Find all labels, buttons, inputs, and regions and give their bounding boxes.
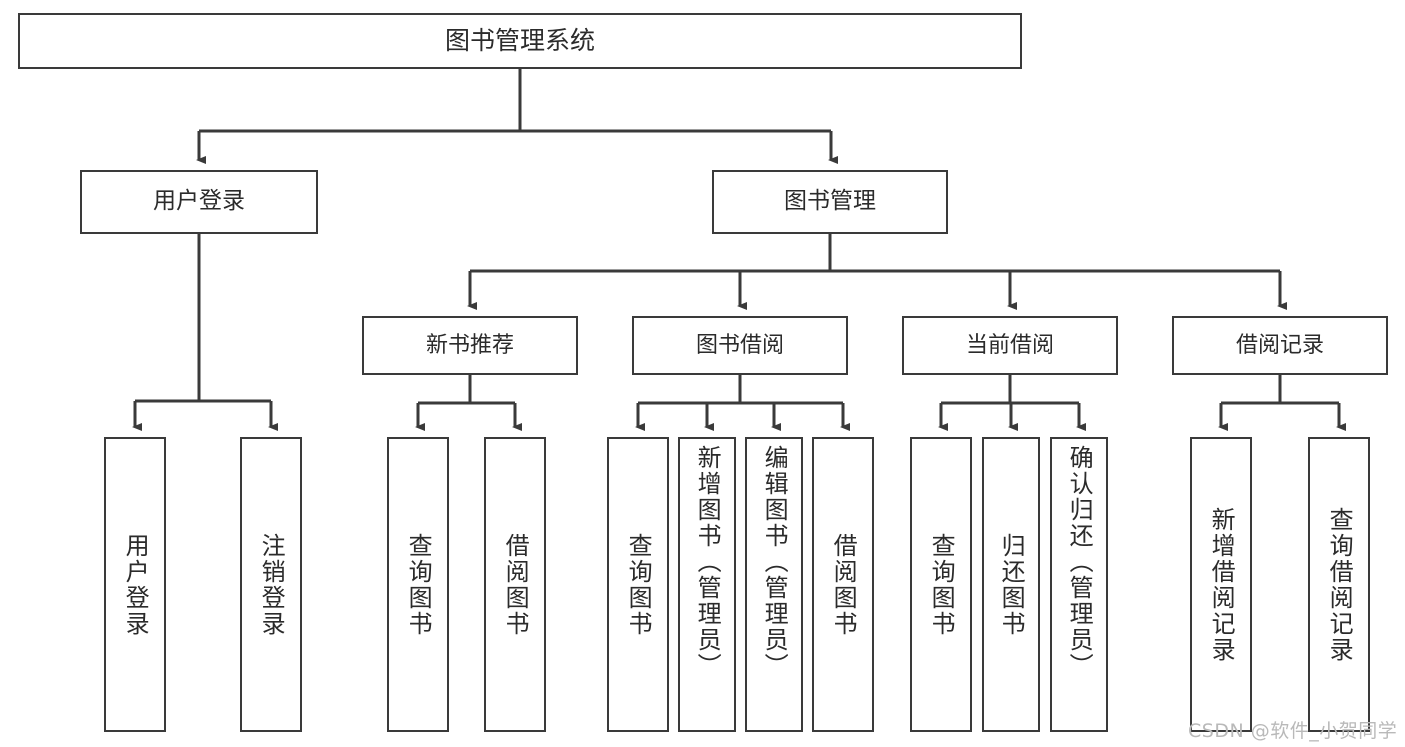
node-leaf-query-record[interactable]: 查询借阅记录 (1308, 437, 1370, 732)
node-current-borrow-label: 当前借阅 (965, 332, 1054, 358)
node-root-label: 图书管理系统 (444, 26, 595, 56)
node-leaf-edit-book-label: 编辑图书（管理员） (760, 445, 789, 679)
node-leaf-add-record[interactable]: 新增借阅记录 (1190, 437, 1252, 732)
node-leaf-query-book-2-label: 查询图书 (624, 532, 653, 637)
node-borrow-record[interactable]: 借阅记录 (1172, 316, 1388, 375)
node-leaf-confirm-return[interactable]: 确认归还（管理员） (1050, 437, 1108, 732)
node-leaf-query-book-2[interactable]: 查询图书 (607, 437, 669, 732)
node-leaf-borrow-book-1-label: 借阅图书 (501, 532, 530, 637)
node-current-borrow[interactable]: 当前借阅 (902, 316, 1118, 375)
node-leaf-return-book-label: 归还图书 (997, 532, 1026, 637)
node-user-login[interactable]: 用户登录 (80, 170, 318, 234)
node-leaf-query-book-3[interactable]: 查询图书 (910, 437, 972, 732)
node-leaf-query-book-1-label: 查询图书 (404, 532, 433, 637)
node-leaf-user-login-label: 用户登录 (121, 532, 150, 637)
node-leaf-borrow-book-2-label: 借阅图书 (829, 532, 858, 637)
node-leaf-logout-label: 注销登录 (257, 532, 286, 637)
node-book-borrow[interactable]: 图书借阅 (632, 316, 848, 375)
node-leaf-add-book[interactable]: 新增图书（管理员） (678, 437, 736, 732)
node-leaf-borrow-book-1[interactable]: 借阅图书 (484, 437, 546, 732)
node-leaf-add-book-label: 新增图书（管理员） (693, 445, 722, 679)
node-leaf-query-record-label: 查询借阅记录 (1325, 506, 1354, 663)
node-leaf-query-book-1[interactable]: 查询图书 (387, 437, 449, 732)
node-borrow-record-label: 借阅记录 (1235, 332, 1324, 358)
node-leaf-query-book-3-label: 查询图书 (927, 532, 956, 637)
node-book-manage[interactable]: 图书管理 (712, 170, 948, 234)
node-leaf-logout[interactable]: 注销登录 (240, 437, 302, 732)
node-new-book-recommend-label: 新书推荐 (425, 332, 514, 358)
node-leaf-borrow-book-2[interactable]: 借阅图书 (812, 437, 874, 732)
node-book-manage-label: 图书管理 (784, 188, 876, 215)
node-leaf-confirm-return-label: 确认归还（管理员） (1065, 445, 1094, 679)
node-user-login-label: 用户登录 (153, 188, 245, 215)
node-leaf-edit-book[interactable]: 编辑图书（管理员） (745, 437, 803, 732)
node-new-book-recommend[interactable]: 新书推荐 (362, 316, 578, 375)
node-root[interactable]: 图书管理系统 (18, 13, 1022, 69)
watermark-text: CSDN @软件_小贺同学 (1188, 720, 1398, 742)
node-leaf-user-login[interactable]: 用户登录 (104, 437, 166, 732)
node-leaf-return-book[interactable]: 归还图书 (982, 437, 1040, 732)
node-book-borrow-label: 图书借阅 (695, 332, 784, 358)
node-leaf-add-record-label: 新增借阅记录 (1207, 506, 1236, 663)
